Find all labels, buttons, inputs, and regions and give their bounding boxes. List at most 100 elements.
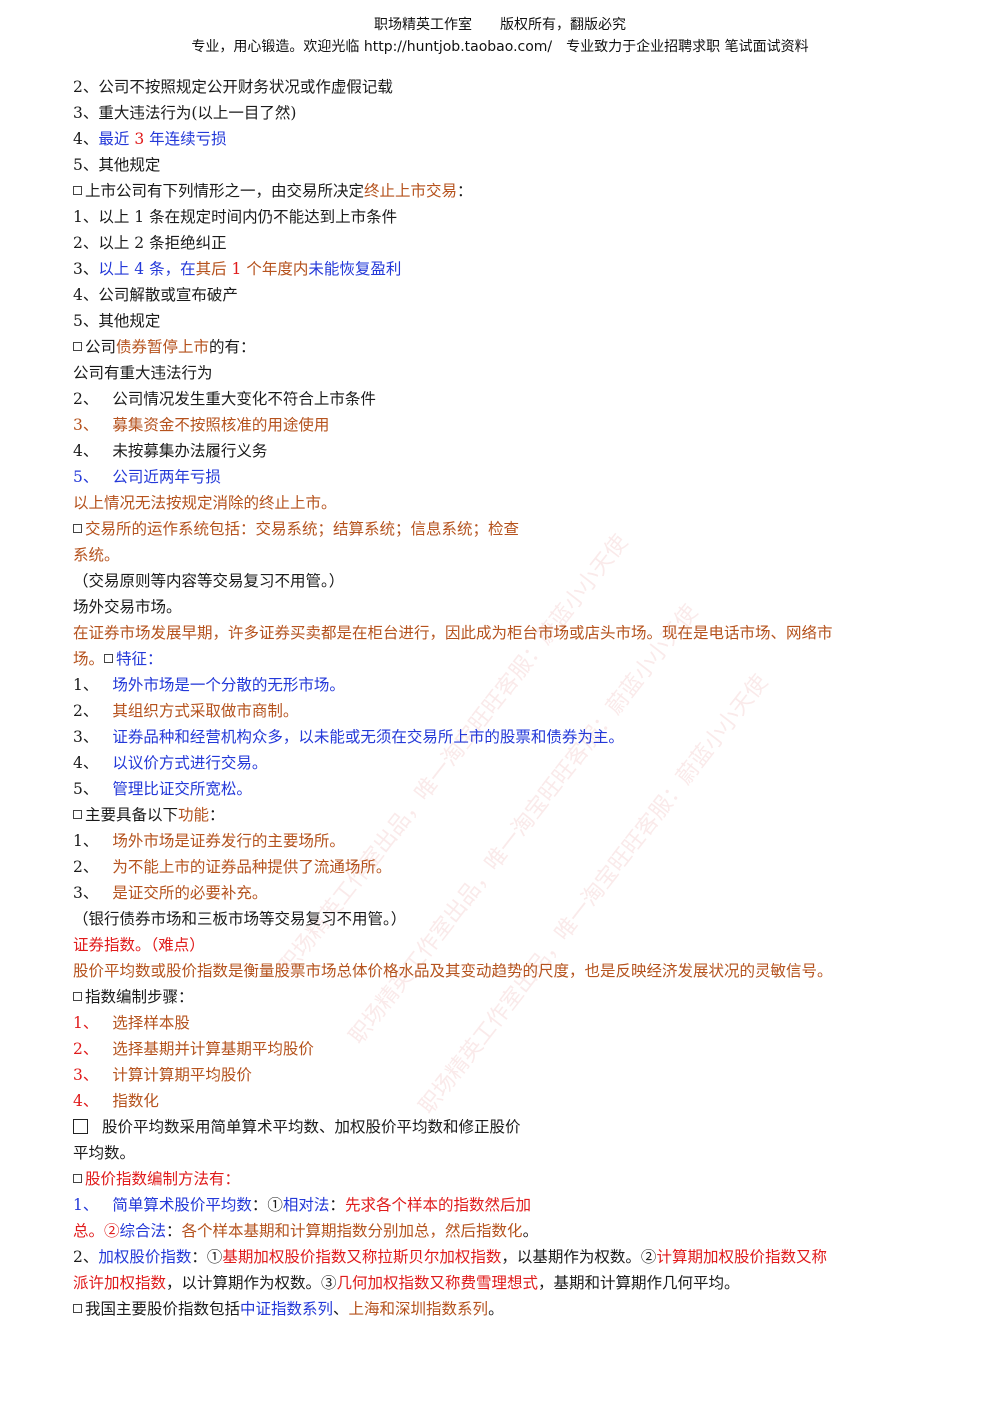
text-line: 2、加权股价指数：①基期加权股价指数又称拉斯贝尔加权指数，以基期作为权数。②计算…: [73, 1244, 953, 1270]
text-segment: 公司: [85, 338, 117, 356]
text-segment: 2、公司不按照规定公开财务状况或作虚假记载: [73, 78, 393, 96]
bullet-square-icon: [73, 1174, 82, 1183]
text-segment: 4、: [73, 130, 99, 148]
text-line: 场外交易市场。: [73, 594, 953, 620]
text-line: 在证券市场发展早期，许多证券买卖都是在柜台进行，因此成为柜台市场或店头市场。现在…: [73, 620, 953, 646]
text-segment: 以上 4 条，在: [98, 260, 196, 278]
text-segment: 3、: [73, 884, 99, 902]
text-line: 4、指数化: [73, 1088, 953, 1114]
text-segment: 2、以上 2 条拒绝纠正: [73, 234, 227, 252]
text-segment: 在证券市场发展早期，许多证券买卖都是在柜台进行，因此成为柜台市场或店头市场。现在…: [73, 624, 833, 642]
text-segment: 募集资金不按照核准的用途使用: [112, 416, 330, 434]
text-segment: 系统。: [73, 546, 120, 564]
text-line: 3、计算计算期平均股价: [73, 1062, 953, 1088]
text-line: 总。②综合法：各个样本基期和计算期指数分别加总，然后指数化。: [73, 1218, 953, 1244]
text-line: 4、最近 3 年连续亏损: [73, 126, 953, 152]
text-segment: 其组织方式采取做市商制。: [112, 702, 299, 720]
text-segment: 个年度内: [246, 260, 309, 278]
text-segment: ：: [329, 1196, 345, 1214]
text-segment: 2、: [73, 1040, 99, 1058]
text-segment: 简单算术股价平均数: [112, 1196, 252, 1214]
text-line: 2、公司情况发生重大变化不符合上市条件: [73, 386, 953, 412]
text-segment: 1、: [73, 1014, 99, 1032]
text-segment: 2、: [73, 702, 99, 720]
text-line: 股价指数编制方法有：: [73, 1166, 953, 1192]
text-line: 以上情况无法按规定消除的终止上市。: [73, 490, 953, 516]
text-line: 派许加权指数，以计算期作为权数。③几何加权指数又称费雪理想式，基期和计算期作几何…: [73, 1270, 953, 1296]
text-segment: 1、以上 1 条在规定时间内仍不能达到上市条件: [73, 208, 398, 226]
text-line: 5、公司近两年亏损: [73, 464, 953, 490]
text-segment: 2、: [73, 1248, 99, 1266]
bullet-square-icon: [104, 654, 114, 663]
bullet-square-icon: [73, 810, 82, 819]
text-segment: 。: [488, 1300, 504, 1318]
text-segment: 加权股价指数: [98, 1248, 192, 1266]
text-segment: 是证交所的必要补充。: [112, 884, 268, 902]
text-line: 5、其他规定: [73, 152, 953, 178]
text-segment: 1、: [73, 832, 99, 850]
text-segment: 的有：: [209, 338, 256, 356]
text-segment: 上海和深圳指数系列: [348, 1300, 489, 1318]
text-segment: 指数编制步骤：: [85, 988, 194, 1006]
text-segment: 主要具备以下: [85, 806, 179, 824]
text-segment: ：①: [251, 1196, 283, 1214]
text-line: （交易原则等内容等交易复习不用管。）: [73, 568, 953, 594]
text-segment: 上市公司有下列情形之一，由交易所决定: [85, 182, 365, 200]
text-segment: 4、公司解散或宣布破产: [73, 286, 238, 304]
text-line: 证券指数。（难点）: [73, 932, 953, 958]
text-segment: 3、: [73, 416, 99, 434]
text-segment: 证券品种和经营机构众多，以未能或无须在交易所上市的股票和债券为主。: [112, 728, 624, 746]
text-segment: 特征：: [116, 650, 163, 668]
text-segment: 3、: [73, 1066, 99, 1084]
text-segment: 3、: [73, 728, 99, 746]
text-segment: 以议价方式进行交易。: [112, 754, 268, 772]
text-segment: 4、: [73, 754, 99, 772]
text-line: 交易所的运作系统包括：交易系统；结算系统；信息系统；检查: [73, 516, 953, 542]
text-line: 3、以上 4 条，在其后 1 个年度内未能恢复盈利: [73, 256, 953, 282]
text-segment: 各个样本基期和计算期指数分别加总，然后指数化: [181, 1222, 523, 1240]
text-segment: 总。②: [73, 1222, 120, 1240]
text-segment: 场外市场是一个分散的无形市场。: [112, 676, 345, 694]
text-line: （银行债券市场和三板市场等交易复习不用管。）: [73, 906, 953, 932]
text-line: 2、为不能上市的证券品种提供了流通场所。: [73, 854, 953, 880]
header-line-1: 职场精英工作室 版权所有，翻版必究: [374, 17, 626, 33]
text-segment: 基期加权股价指数又称拉斯贝尔加权指数: [222, 1248, 502, 1266]
text-segment: 5、: [73, 780, 99, 798]
text-segment: 1: [226, 260, 247, 278]
text-segment: 股价平均数采用简单算术平均数、加权股价平均数和修正股价: [102, 1118, 521, 1136]
text-segment: 公司情况发生重大变化不符合上市条件: [112, 390, 376, 408]
text-segment: ，以计算期作为权数。③: [166, 1274, 337, 1292]
text-segment: 债券暂停上市: [116, 338, 210, 356]
text-line: 主要具备以下功能：: [73, 802, 953, 828]
text-segment: 未能恢复盈利: [308, 260, 402, 278]
text-segment: 4、: [73, 442, 99, 460]
text-line: 1、简单算术股价平均数：①相对法：先求各个样本的指数然后加: [73, 1192, 953, 1218]
text-segment: 先求各个样本的指数然后加: [344, 1196, 531, 1214]
bullet-square-icon: [73, 1304, 82, 1313]
text-segment: ：: [457, 182, 473, 200]
text-segment: 未按募集办法履行义务: [112, 442, 268, 460]
text-line: 2、其组织方式采取做市商制。: [73, 698, 953, 724]
text-segment: 管理比证交所宽松。: [112, 780, 252, 798]
text-segment: 2、: [73, 390, 99, 408]
text-segment: 5、其他规定: [73, 156, 161, 174]
bullet-square-icon: [73, 992, 82, 1001]
text-segment: 综合法: [119, 1222, 167, 1240]
text-segment: 其后: [195, 260, 227, 278]
text-segment: （交易原则等内容等交易复习不用管。）: [73, 572, 345, 590]
text-segment: 4、: [73, 1092, 99, 1110]
text-segment: 计算期加权股价指数又称: [656, 1248, 827, 1266]
text-segment: 最近: [98, 130, 130, 148]
text-line: 4、公司解散或宣布破产: [73, 282, 953, 308]
checkbox-square-icon: [73, 1119, 88, 1134]
text-segment: 年连续亏损: [149, 130, 227, 148]
text-line: 3、是证交所的必要补充。: [73, 880, 953, 906]
text-segment: 股价平均数或股价指数是衡量股票市场总体价格水品及其变动趋势的尺度，也是反映经济发…: [73, 962, 833, 980]
text-segment: 1、: [73, 676, 99, 694]
bullet-square-icon: [73, 186, 82, 195]
text-segment: 3、重大违法行为(以上一目了然): [73, 104, 297, 122]
text-segment: 股价指数编制方法有：: [85, 1170, 241, 1188]
text-segment: 场外市场是证券发行的主要场所。: [112, 832, 345, 850]
text-segment: 公司有重大违法行为: [73, 364, 213, 382]
